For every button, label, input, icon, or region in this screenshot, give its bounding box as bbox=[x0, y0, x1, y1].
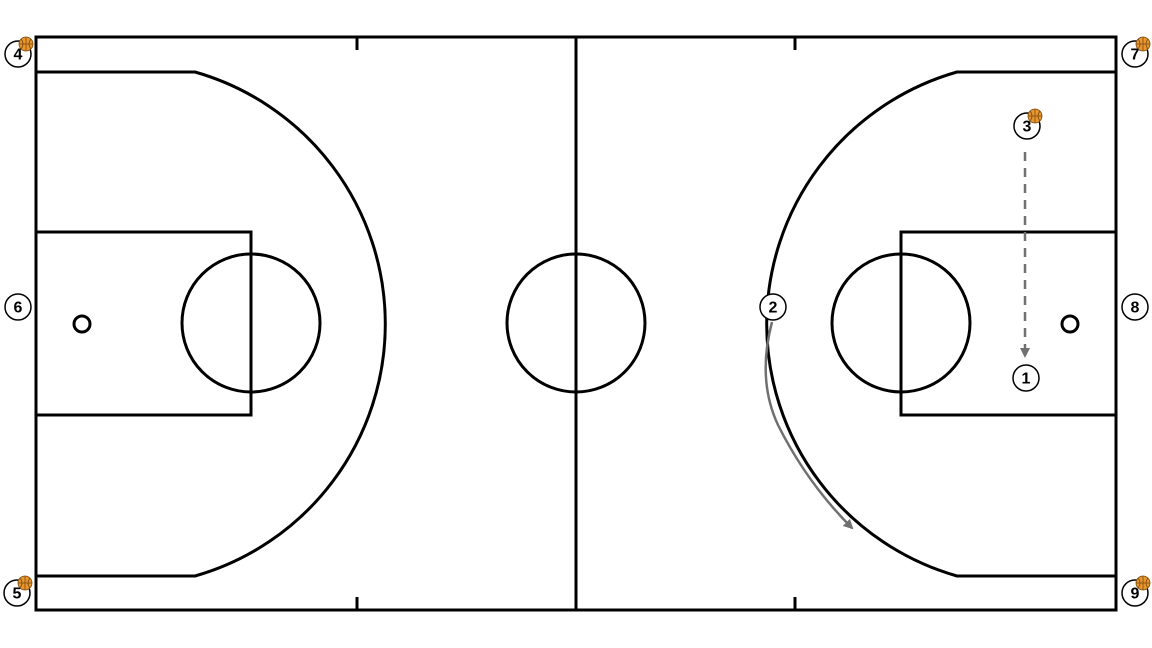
player-number: 7 bbox=[1131, 47, 1140, 64]
player-number: 6 bbox=[14, 300, 23, 317]
player-circle bbox=[1012, 364, 1040, 392]
player-number: 2 bbox=[769, 300, 778, 317]
basketball-icon bbox=[1027, 108, 1043, 124]
player-number: 5 bbox=[13, 586, 22, 603]
player-number: 9 bbox=[1131, 586, 1140, 603]
player-9: 9 bbox=[1121, 575, 1151, 607]
three-point-line-right bbox=[765, 70, 1116, 578]
player-1: 1 bbox=[1012, 364, 1040, 392]
player-circle bbox=[4, 293, 32, 321]
player-circle bbox=[759, 293, 787, 321]
player-6: 6 bbox=[4, 293, 32, 321]
free-throw-circle-left bbox=[180, 252, 322, 394]
player-number: 3 bbox=[1023, 119, 1032, 136]
basketball-icon bbox=[17, 575, 33, 591]
free-throw-circle-right bbox=[830, 252, 972, 394]
right-half-court bbox=[765, 70, 1118, 578]
player-3: 3 bbox=[1013, 108, 1043, 140]
player-8: 8 bbox=[1121, 293, 1149, 321]
player-circle bbox=[1121, 293, 1149, 321]
key-left bbox=[34, 230, 253, 417]
three-point-line-left bbox=[36, 70, 387, 578]
basketball-icon bbox=[1135, 36, 1151, 52]
key-right bbox=[899, 230, 1118, 417]
player-number: 8 bbox=[1131, 300, 1140, 317]
player-5: 5 bbox=[3, 575, 33, 607]
player-2: 2 bbox=[759, 293, 787, 321]
player-7: 7 bbox=[1121, 36, 1151, 68]
basket-left bbox=[72, 314, 92, 334]
player-number: 1 bbox=[1022, 371, 1031, 388]
center-circle bbox=[505, 252, 647, 394]
basketball-icon bbox=[1135, 575, 1151, 591]
cut-arrow-player-2 bbox=[764, 321, 854, 530]
player-4: 4 bbox=[4, 36, 34, 68]
basket-right bbox=[1060, 314, 1080, 334]
player-number: 4 bbox=[14, 47, 23, 64]
basketball-icon bbox=[18, 36, 34, 52]
left-half-court bbox=[34, 70, 387, 578]
